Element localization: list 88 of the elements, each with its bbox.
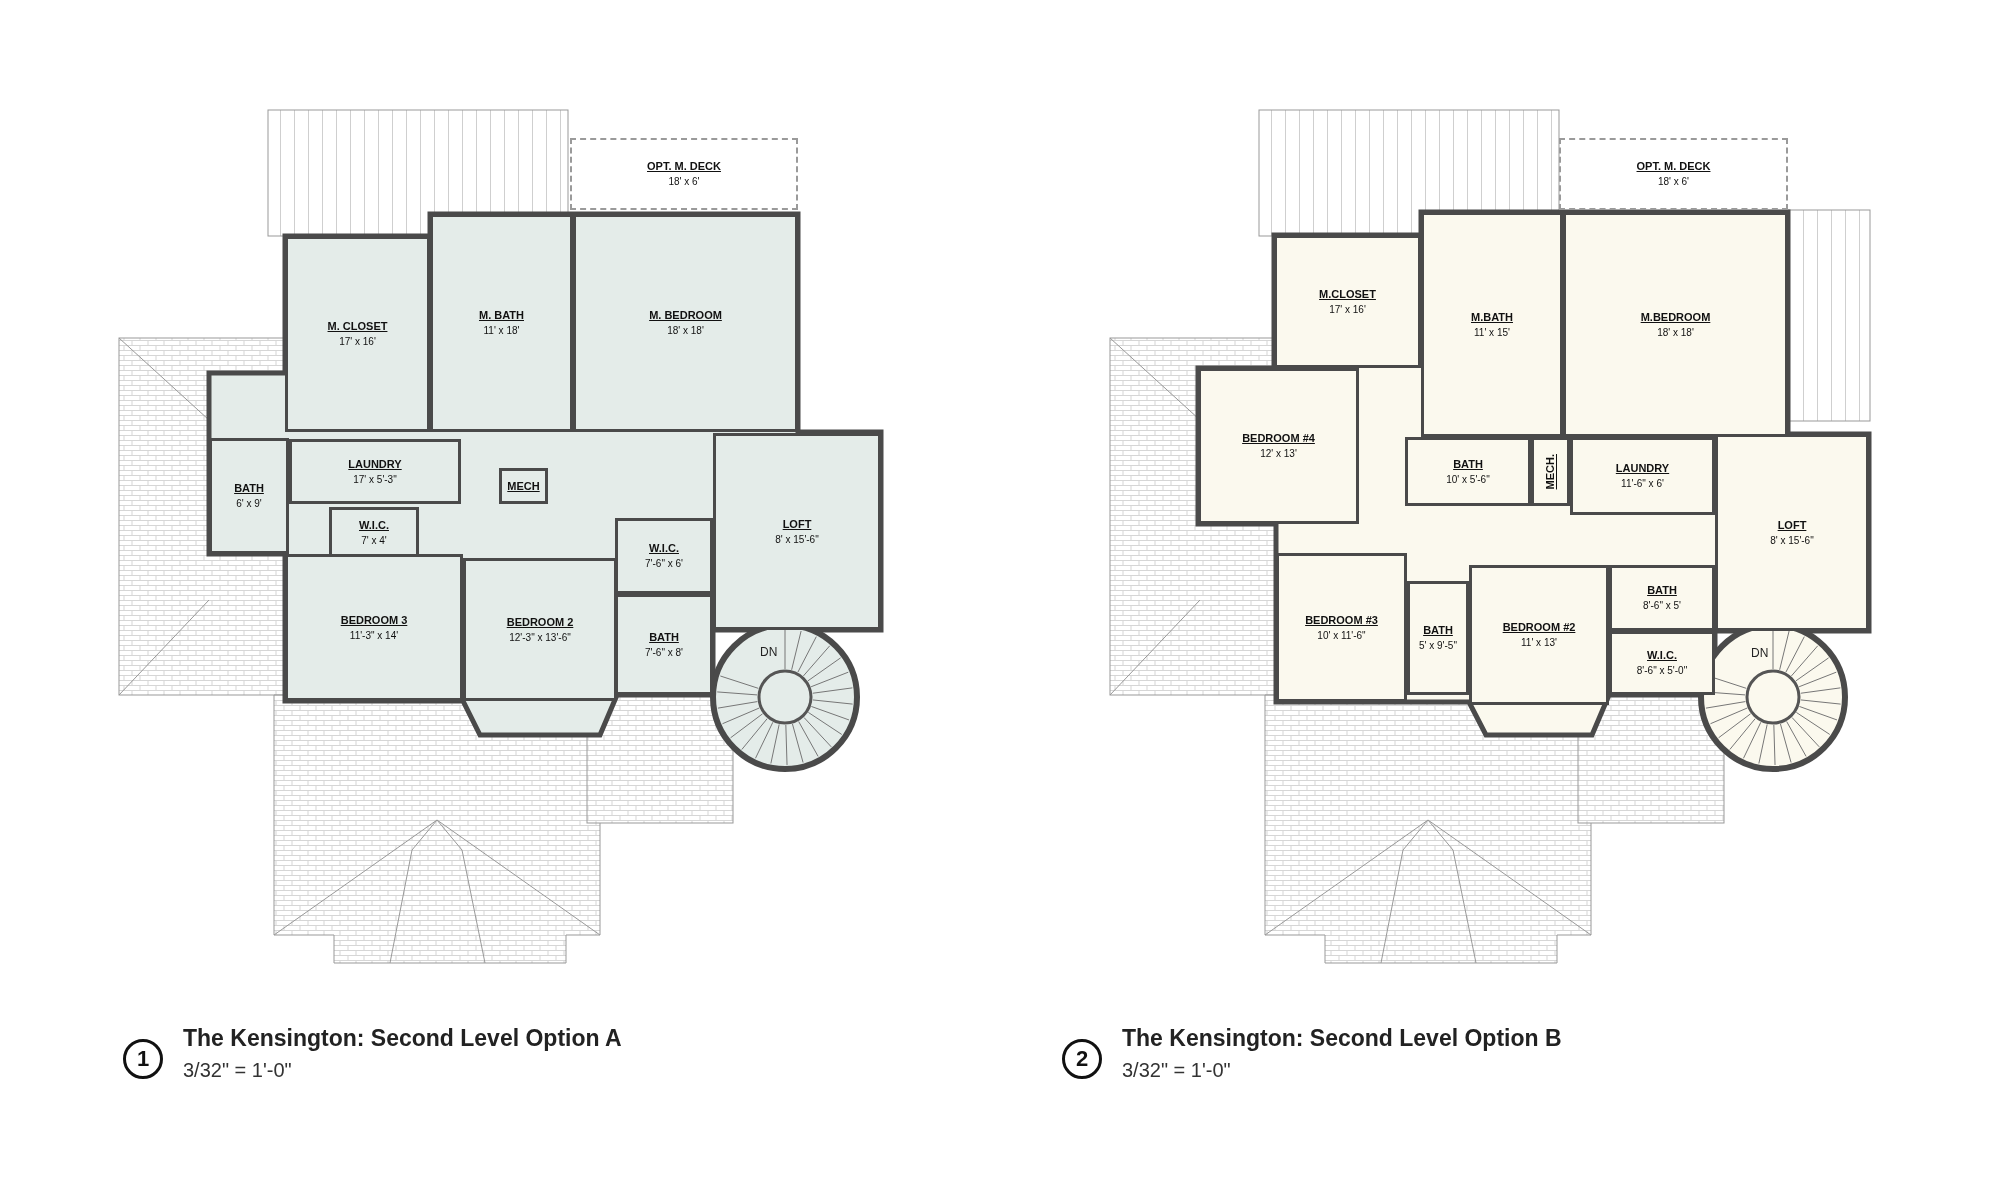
room-outline: [1563, 212, 1788, 437]
room-name: M.BEDROOM: [1640, 310, 1711, 324]
deck-area: [570, 138, 798, 210]
drawing-title: The Kensington: Second Level Option A: [183, 1025, 622, 1052]
room-dimensions: 11'-6" x 6': [1621, 478, 1664, 490]
room-dimensions: 11' x 13': [1521, 637, 1557, 649]
room-outline: [1405, 437, 1531, 506]
room-dimensions: 17' x 16': [339, 336, 376, 348]
room-outline: [289, 439, 461, 504]
room-name: LOFT: [1777, 518, 1807, 532]
view-number: 2: [1075, 1047, 1089, 1071]
room-dimensions: 18' x 18': [667, 325, 704, 337]
room-dimensions: 10' x 11'-6": [1317, 629, 1366, 642]
room-outline: [1570, 437, 1715, 515]
scale-note: 3/32" = 1'-0": [183, 1059, 292, 1082]
room-name: OPT. M. DECK: [647, 160, 721, 173]
room-outline: [285, 236, 430, 432]
scale-note: 3/32" = 1'-0": [1122, 1059, 1231, 1082]
stair-direction-label: DN: [1751, 646, 1769, 660]
room-dimensions: 17' x 5'-3": [353, 473, 397, 486]
room-name: BEDROOM 2: [506, 615, 574, 629]
room-dimensions: 11' x 18': [483, 325, 520, 337]
room-outline: [1609, 565, 1715, 631]
stair-direction-label: DN: [760, 645, 778, 659]
view-number: 1: [136, 1047, 150, 1071]
room-dimensions: 12' x 13': [1260, 448, 1297, 460]
room-outline: [615, 518, 713, 594]
room-name: BATH: [1423, 624, 1453, 637]
room-name: BATH: [234, 482, 264, 495]
room-dimensions: 18' x 6': [668, 176, 700, 188]
room-name: BATH: [1647, 584, 1677, 597]
room-name: BEDROOM 3: [340, 613, 408, 627]
room-outline: [209, 438, 289, 554]
room-outline: [1276, 553, 1407, 702]
room-outline: [285, 554, 463, 701]
room-outline: [430, 214, 573, 432]
room-dimensions: 11' x 15': [1474, 326, 1510, 339]
room-dimensions: 6' x 9': [236, 498, 262, 510]
room-dimensions: 18' x 6': [1657, 176, 1690, 188]
room-dimensions: 17' x 16': [1329, 303, 1366, 316]
room-name: LAUNDRY: [1615, 462, 1670, 475]
room-dimensions: 5' x 9'-5": [1419, 640, 1457, 652]
room-name: LOFT: [782, 517, 812, 531]
room-outline: [499, 468, 548, 504]
room-name: BEDROOM #3: [1305, 613, 1378, 627]
room-outline: [1274, 235, 1421, 368]
room-name: BATH: [1453, 457, 1483, 471]
deck-area: [1559, 138, 1788, 210]
room-outline: [1198, 368, 1359, 524]
room-dimensions: 7'-6" x 8': [645, 646, 683, 659]
room-name: MECH.: [1544, 453, 1557, 490]
room-name: M. BATH: [479, 309, 524, 322]
room-dimensions: 12'-3" x 13'-6": [509, 631, 571, 644]
room-name: M. BEDROOM: [649, 309, 722, 322]
room-name: M.CLOSET: [1319, 287, 1376, 301]
room-outline: [1421, 212, 1563, 437]
room-dimensions: 11'-3" x 14': [349, 629, 399, 642]
room-dimensions: 8'-6" x 5'-0": [1636, 665, 1688, 677]
room-name: BEDROOM #2: [1502, 621, 1576, 634]
room-name: OPT. M. DECK: [1636, 160, 1711, 173]
room-outline: [1715, 434, 1869, 631]
room-name: M. CLOSET: [327, 320, 388, 333]
drawing-title: The Kensington: Second Level Option B: [1122, 1025, 1562, 1052]
room-outline: [573, 214, 798, 432]
room-dimensions: 7' x 4': [361, 534, 387, 547]
room-outline: [463, 558, 617, 701]
room-dimensions: 8' x 15'-6": [775, 533, 819, 546]
room-name: BEDROOM #4: [1242, 432, 1315, 445]
room-name: W.I.C.: [649, 542, 679, 555]
room-name: M.BATH: [1471, 310, 1513, 324]
view-number-circle: [123, 1039, 163, 1079]
room-outline: [1407, 581, 1469, 695]
room-outline: [615, 594, 713, 695]
room-dimensions: 18' x 18': [1657, 326, 1694, 339]
room-dimensions: 7'-6" x 6': [645, 558, 683, 570]
room-name: BATH: [649, 630, 679, 644]
room-dimensions: 10' x 5'-6": [1446, 473, 1490, 486]
room-name: W.I.C.: [1647, 649, 1677, 662]
room-name: MECH: [507, 479, 540, 493]
room-outline: [1469, 565, 1609, 705]
room-outline: [713, 433, 881, 630]
room-outline: [1609, 631, 1715, 695]
room-dimensions: 8' x 15'-6": [1770, 534, 1814, 547]
room-dimensions: 8'-6" x 5': [1643, 600, 1681, 612]
room-name: LAUNDRY: [348, 457, 402, 471]
view-number-circle: [1062, 1039, 1102, 1079]
room-outline: [1531, 437, 1570, 506]
room-name: W.I.C.: [359, 518, 389, 532]
